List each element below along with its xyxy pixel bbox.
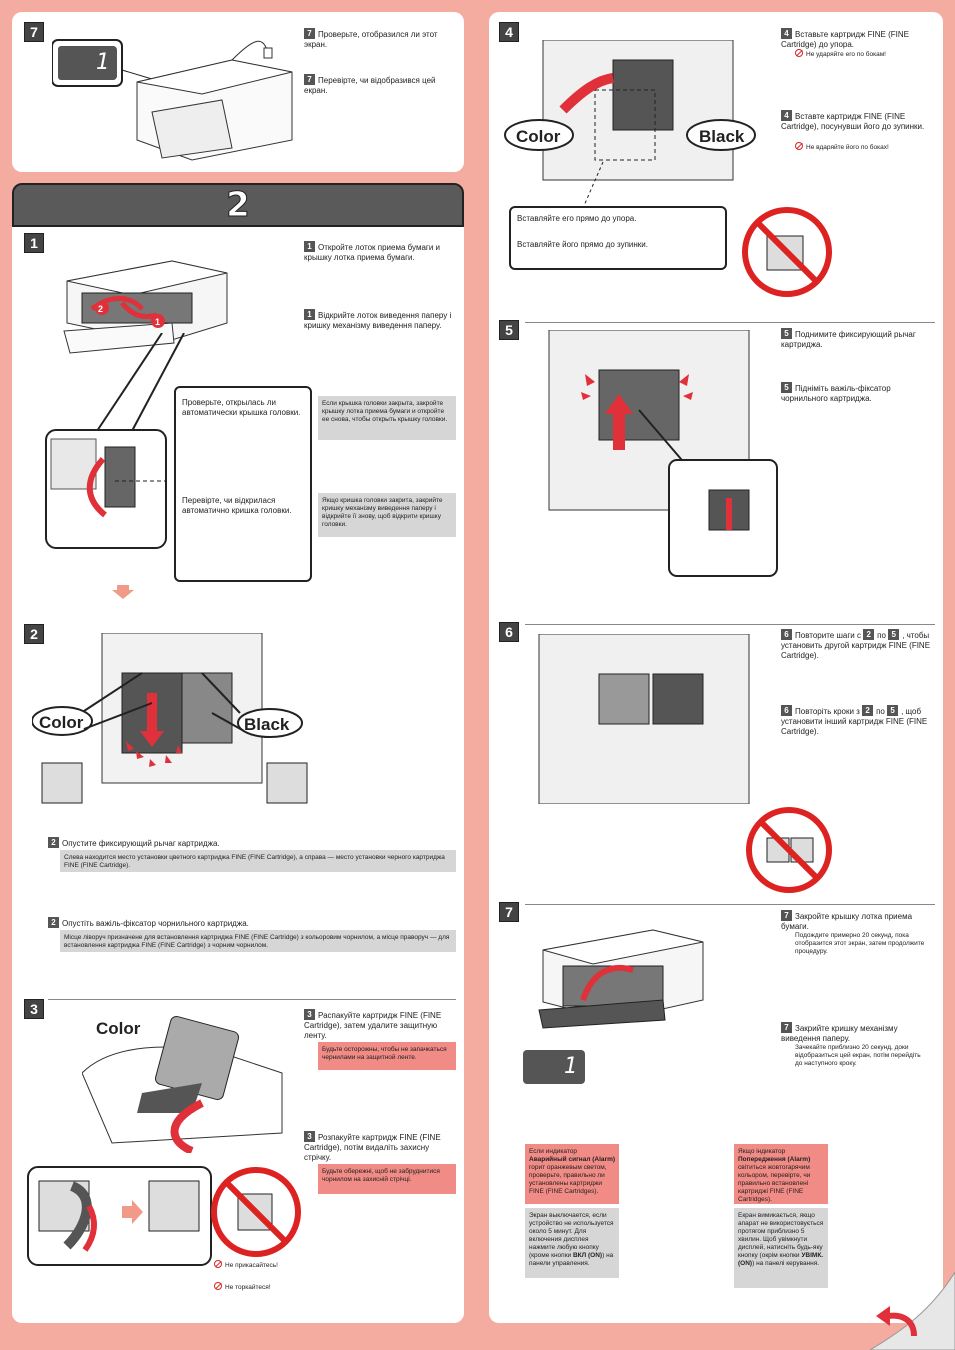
s4-warn-uk: Не вдаряйте його по боках! xyxy=(795,142,935,152)
color-label: Color xyxy=(96,1019,141,1038)
insert-cartridge-illustration xyxy=(542,40,734,209)
divider xyxy=(525,322,935,323)
step-number: 1 xyxy=(24,233,44,253)
lcd-display: 1 xyxy=(523,1050,585,1084)
s3-warn-uk: Будьте обережні, щоб не забруднитися чор… xyxy=(318,1164,456,1194)
s7-note-ru: Подождите примерно 20 секунд, пока отобр… xyxy=(795,932,925,955)
s4-callout: Вставляйте его прямо до упора. Вставляйт… xyxy=(509,206,727,270)
s4-warn-ru: Не ударяйте его по бокам! xyxy=(795,49,935,59)
section-banner: 2 xyxy=(12,183,464,227)
s1-note-ru: Если крышка головки закрыта, закройте кр… xyxy=(318,396,456,440)
step-number: 4 xyxy=(499,22,519,42)
s2-note-uk: Місце ліворуч призначене для встановленн… xyxy=(60,930,456,952)
lcd-display: 1 xyxy=(59,46,117,80)
step-number: 3 xyxy=(24,999,44,1019)
black-bubble xyxy=(686,119,756,151)
no-touch-uk: Не торкайтеся! xyxy=(214,1282,271,1292)
ban-icon xyxy=(795,142,803,150)
head-cover-illustration xyxy=(45,429,167,549)
printer-display-illustration xyxy=(52,39,293,161)
s7-note-uk: Зачекайте приблизно 20 секунд, доки відо… xyxy=(795,1044,921,1067)
screen-note-ru: Экран выключается, если устройство не ис… xyxy=(525,1208,619,1278)
lcd-digit: 1 xyxy=(563,1054,577,1079)
alarm-note-ru: Если индикатор Аварийный сигнал (Alarm) … xyxy=(525,1144,619,1204)
step-number: 5 xyxy=(499,320,519,340)
no-touch-icon xyxy=(211,1167,301,1257)
return-arrow-icon[interactable] xyxy=(874,1304,920,1340)
color-label: Color xyxy=(39,713,84,732)
raise-lever-illustration xyxy=(548,330,778,577)
color-label: Color xyxy=(516,127,561,146)
s1-callout-ru: Проверьте, открылась ли автоматически кр… xyxy=(182,398,301,417)
s1-callout: Проверьте, открылась ли автоматически кр… xyxy=(174,386,312,582)
ban-icon xyxy=(214,1282,222,1290)
label-1: 1 xyxy=(155,317,161,327)
alarm-note-uk: Якщо індикатор Попередження (Alarm) світ… xyxy=(734,1144,828,1204)
step-number: 7 xyxy=(24,22,44,42)
no-touch-icon xyxy=(746,807,832,893)
s4-callout-ru: Вставляйте его прямо до упора. xyxy=(517,214,637,223)
ban-icon xyxy=(795,49,803,57)
divider xyxy=(525,624,935,625)
s1-callout-uk: Перевірте, чи відкрилася автоматично кри… xyxy=(182,496,292,515)
lcd-digit: 1 xyxy=(95,50,109,75)
s4-callout-uk: Вставляйте його прямо до зупинки. xyxy=(517,240,648,249)
cartridge-holder-illustration xyxy=(32,633,308,804)
step-number: 6 xyxy=(499,622,519,642)
screen-note-uk: Екран вимикається, якщо апарат не викори… xyxy=(734,1208,828,1288)
no-touch-ru: Не прикасайтесь! xyxy=(214,1260,278,1270)
ban-icon xyxy=(214,1260,222,1268)
zoom-connector xyxy=(96,333,185,432)
black-label: Black xyxy=(699,127,745,146)
no-hit-sides-icon xyxy=(742,207,832,297)
step-number: 2 xyxy=(24,624,44,644)
s1-note-uk: Якщо кришка головки закрита, закрийте кр… xyxy=(318,493,456,537)
s2-note-ru: Слева находится место установки цветного… xyxy=(60,850,456,872)
down-arrow-icon xyxy=(112,585,134,599)
step-number: 7 xyxy=(499,902,519,922)
tape-removal-illustration xyxy=(82,1015,283,1153)
divider xyxy=(525,904,935,905)
color-bubble xyxy=(504,119,574,151)
both-cartridges-illustration xyxy=(538,634,750,804)
printer-open-illustration xyxy=(63,260,228,354)
label-2: 2 xyxy=(98,304,104,314)
close-cover-illustration xyxy=(538,929,704,1029)
cartridge-tape-illustration xyxy=(27,1166,212,1266)
divider xyxy=(48,999,456,1000)
s3-warn-ru: Будьте осторожны, чтобы не запачкаться ч… xyxy=(318,1042,456,1070)
black-label: Black xyxy=(244,715,290,734)
